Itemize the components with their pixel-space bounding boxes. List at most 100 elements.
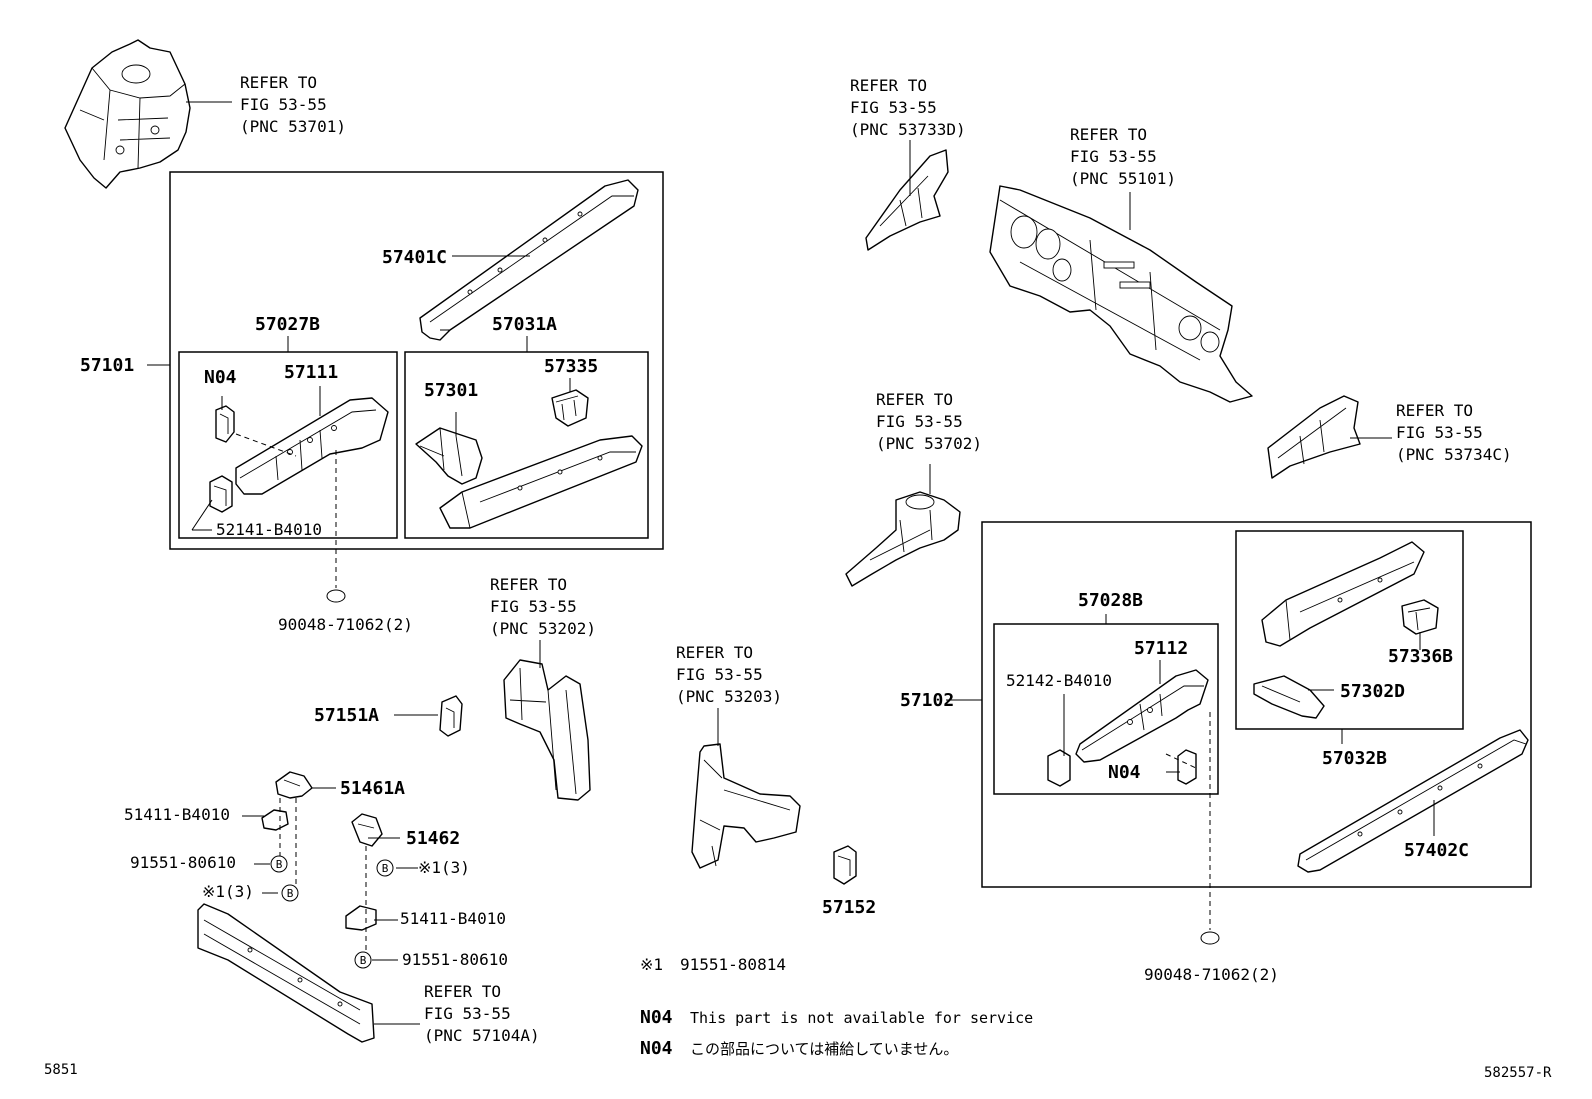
- note-n04-code-en: N04: [640, 1007, 673, 1028]
- part-n04-left-drawing[interactable]: [215, 405, 235, 443]
- bolt-b-label: B: [287, 887, 294, 900]
- group-box-57102: [981, 521, 1532, 888]
- svg-text:FIG 53-55: FIG 53-55: [490, 597, 577, 616]
- svg-text:(PNC 53202): (PNC 53202): [490, 619, 596, 638]
- svg-text:FIG 53-55: FIG 53-55: [876, 412, 963, 431]
- svg-text:FIG 53-55: FIG 53-55: [1396, 423, 1483, 442]
- label-57152[interactable]: 57152: [822, 897, 876, 918]
- label-51411-b4010-upper[interactable]: 51411-B4010: [124, 805, 230, 824]
- svg-text:(PNC 53734C): (PNC 53734C): [1396, 445, 1512, 464]
- label-57102[interactable]: 57102: [900, 690, 954, 711]
- label-57028b[interactable]: 57028B: [1078, 590, 1143, 611]
- bolt-b-icon[interactable]: [270, 855, 288, 873]
- part-57151a-drawing[interactable]: [439, 695, 463, 737]
- part-57111-drawing[interactable]: [235, 397, 389, 495]
- svg-text:(PNC 57104A): (PNC 57104A): [424, 1026, 540, 1045]
- label-57112[interactable]: 57112: [1134, 638, 1188, 659]
- label-x1-3-right[interactable]: ※1(3): [418, 858, 470, 877]
- part-53734c-drawing[interactable]: [1267, 395, 1361, 479]
- subgroup-box-57032b: [1235, 530, 1464, 730]
- part-52141-drawing[interactable]: [209, 475, 233, 513]
- label-57401c[interactable]: 57401C: [382, 247, 447, 268]
- part-53202-drawing[interactable]: [503, 659, 591, 801]
- bolt-b-icon[interactable]: [281, 884, 299, 902]
- svg-text:FIG 53-55: FIG 53-55: [240, 95, 327, 114]
- part-51461a-drawing[interactable]: [275, 771, 313, 799]
- label-x1-3-left[interactable]: ※1(3): [202, 882, 254, 901]
- part-57335-drawing[interactable]: [551, 389, 589, 427]
- fastener-90048-left-icon[interactable]: [326, 589, 346, 603]
- label-57031a[interactable]: 57031A: [492, 314, 557, 335]
- note-x1-part: 91551-80814: [680, 955, 786, 974]
- svg-text:REFER TO: REFER TO: [676, 643, 753, 662]
- note-n04-en: N04 This part is not available for servi…: [640, 1007, 1033, 1028]
- label-57111[interactable]: 57111: [284, 362, 338, 383]
- svg-text:REFER TO: REFER TO: [1070, 125, 1147, 144]
- part-53702-drawing[interactable]: [845, 491, 961, 587]
- refer-53202: REFER TO FIG 53-55 (PNC 53202): [490, 575, 596, 638]
- label-91551-80610-lower[interactable]: 91551-80610: [402, 950, 508, 969]
- label-57402c[interactable]: 57402C: [1404, 840, 1469, 861]
- label-91551-80610-upper[interactable]: 91551-80610: [130, 853, 236, 872]
- refer-57104a: REFER TO FIG 53-55 (PNC 57104A): [424, 982, 540, 1045]
- svg-text:(PNC 53733D): (PNC 53733D): [850, 120, 966, 139]
- svg-text:(PNC 53702): (PNC 53702): [876, 434, 982, 453]
- label-57027b[interactable]: 57027B: [255, 314, 320, 335]
- svg-text:REFER TO: REFER TO: [424, 982, 501, 1001]
- label-52142-b4010[interactable]: 52142-B4010: [1006, 671, 1112, 690]
- part-57032b-drawing[interactable]: [1261, 541, 1425, 647]
- label-n04-right[interactable]: N04: [1108, 762, 1141, 783]
- part-57152-drawing[interactable]: [833, 845, 857, 885]
- part-57112-drawing[interactable]: [1075, 669, 1209, 763]
- part-55101-drawing[interactable]: [989, 185, 1253, 403]
- svg-text:FIG 53-55: FIG 53-55: [676, 665, 763, 684]
- footer-left-code: 5851: [44, 1062, 78, 1078]
- svg-text:REFER TO: REFER TO: [876, 390, 953, 409]
- part-57336b-drawing[interactable]: [1401, 599, 1439, 635]
- label-51411-b4010-lower[interactable]: 51411-B4010: [400, 909, 506, 928]
- dashed-lines: [235, 433, 1211, 958]
- label-n04-left[interactable]: N04: [204, 367, 237, 388]
- part-57401c-drawing[interactable]: [419, 179, 639, 341]
- svg-text:FIG 53-55: FIG 53-55: [850, 98, 937, 117]
- group-box-57101: [169, 171, 664, 550]
- label-57336b[interactable]: 57336B: [1388, 646, 1453, 667]
- part-n04-right-drawing[interactable]: [1177, 749, 1197, 785]
- label-57101[interactable]: 57101: [80, 355, 134, 376]
- part-51462-drawing[interactable]: [351, 813, 383, 847]
- label-57032b[interactable]: 57032B: [1322, 748, 1387, 769]
- label-90048-71062-left[interactable]: 90048-71062(2): [278, 615, 413, 634]
- part-57302d-drawing[interactable]: [1253, 675, 1325, 719]
- part-57104a-drawing[interactable]: [197, 903, 375, 1043]
- svg-text:REFER TO: REFER TO: [850, 76, 927, 95]
- part-51411-lower-drawing[interactable]: [345, 905, 377, 931]
- label-57151a[interactable]: 57151A: [314, 705, 379, 726]
- label-57302d[interactable]: 57302D: [1340, 681, 1405, 702]
- part-57402c-drawing[interactable]: [1297, 729, 1529, 873]
- svg-text:REFER TO: REFER TO: [490, 575, 567, 594]
- svg-text:(PNC 53203): (PNC 53203): [676, 687, 782, 706]
- label-57301[interactable]: 57301: [424, 380, 478, 401]
- note-n04-jp: N04 この部品については補給していません。: [640, 1038, 958, 1059]
- refer-53734c: REFER TO FIG 53-55 (PNC 53734C): [1396, 401, 1512, 464]
- part-51411-upper-drawing[interactable]: [261, 809, 289, 831]
- part-52142-drawing[interactable]: [1047, 749, 1071, 787]
- label-51462[interactable]: 51462: [406, 828, 460, 849]
- note-x1-mark: ※1: [640, 955, 663, 974]
- label-51461a[interactable]: 51461A: [340, 778, 405, 799]
- part-57301-drawing[interactable]: [415, 427, 483, 485]
- svg-text:(PNC 53701): (PNC 53701): [240, 117, 346, 136]
- bolt-b-icon[interactable]: [354, 951, 372, 969]
- apron-53701-drawing[interactable]: [64, 39, 191, 189]
- note-n04-text-jp: この部品については補給していません。: [690, 1040, 958, 1058]
- part-57031a-drawing[interactable]: [439, 435, 643, 529]
- bolt-b-icon[interactable]: [376, 859, 394, 877]
- label-90048-71062-right[interactable]: 90048-71062(2): [1144, 965, 1279, 984]
- refer-55101: REFER TO FIG 53-55 (PNC 55101): [1070, 125, 1176, 188]
- svg-text:FIG 53-55: FIG 53-55: [1070, 147, 1157, 166]
- part-53733d-drawing[interactable]: [865, 149, 949, 251]
- label-52141-b4010[interactable]: 52141-B4010: [216, 520, 322, 539]
- fastener-90048-right-icon[interactable]: [1200, 931, 1220, 945]
- part-53203-drawing[interactable]: [691, 743, 801, 869]
- label-57335[interactable]: 57335: [544, 356, 598, 377]
